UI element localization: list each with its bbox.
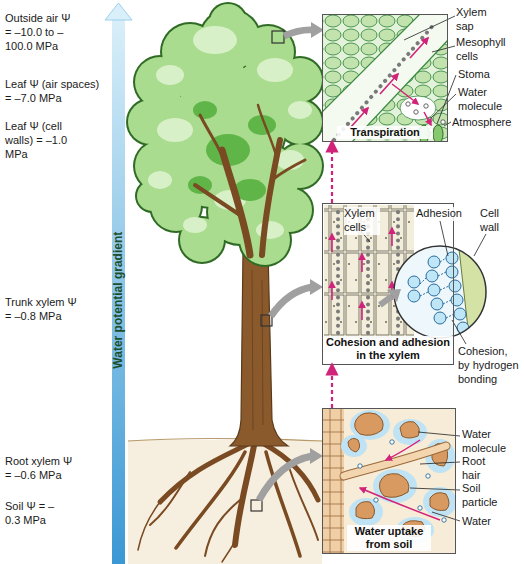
panel-caption: Cohesion and adhesion in the xylem <box>323 336 453 362</box>
magnifier-circle <box>380 240 492 346</box>
part-label: Water molecule <box>462 428 516 456</box>
part-label: Soil particle <box>462 482 508 510</box>
zoom-arrows <box>259 22 324 500</box>
leaf-inset-art <box>322 14 448 142</box>
part-label: Mesophyll cells <box>456 36 518 64</box>
panel-box: Transpiration <box>322 14 448 142</box>
part-label: Water molecule <box>458 86 510 114</box>
part-label: Root hair <box>462 455 496 483</box>
water-flow-arrow <box>331 142 333 203</box>
soil-inset-art <box>322 408 456 554</box>
tree-canopy-outline <box>126 2 324 267</box>
zoom-squares <box>251 31 284 511</box>
part-label: Leaf Ψ (air spaces) = –7.0 MPa <box>5 78 104 106</box>
part-label: Atmosphere <box>452 116 522 130</box>
tree-canopy <box>128 4 322 265</box>
part-label: Water <box>462 515 512 529</box>
panel-box: Cohesion and adhesion in the xylem <box>322 203 454 365</box>
part-label: Trunk xylem Ψ = –0.8 MPa <box>5 296 80 324</box>
part-label: Leaf Ψ (cell walls) = –1.0 MPa <box>5 120 89 161</box>
gradient-arrow <box>105 3 132 564</box>
axis-label: Water potential gradient <box>111 232 125 369</box>
tree-roots <box>138 440 318 562</box>
part-label: Outside air Ψ = –10.0 to –100.0 MPa <box>5 12 73 53</box>
soil-ground <box>128 439 322 564</box>
part-label: Cohesion, by hydrogen bonding <box>458 345 520 386</box>
part-label: Xylem sap <box>456 6 492 34</box>
part-label: Xylem cells <box>344 207 380 235</box>
part-label: Stoma <box>458 68 518 82</box>
panel-box: Water uptake from soil <box>322 408 456 554</box>
part-label: Adhesion <box>416 207 470 221</box>
part-label: Cell wall <box>480 207 514 235</box>
panel-caption: Water uptake from soil <box>347 525 431 551</box>
canopy-highlights <box>148 26 312 239</box>
tree-branches <box>195 105 305 255</box>
part-label: Soil Ψ = –0.3 MPa <box>5 500 60 528</box>
xylem-inset-art <box>322 203 454 365</box>
water-flow-arrow <box>331 365 333 408</box>
tree-trunk <box>230 250 288 446</box>
part-label: Root xylem Ψ = –0.6 MPa <box>5 455 75 483</box>
panel-caption: Transpiration <box>337 126 433 139</box>
